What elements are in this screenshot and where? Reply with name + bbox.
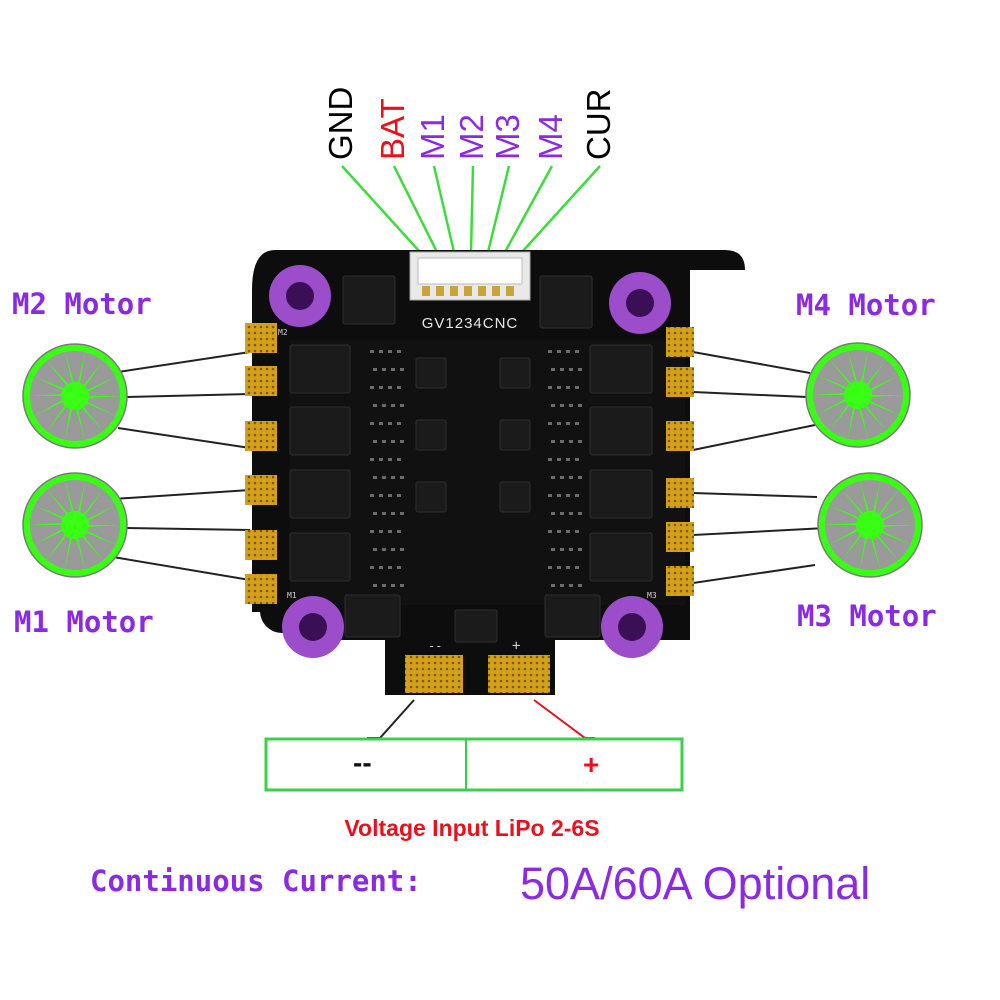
chip: [499, 357, 531, 389]
motor-pad-left: [245, 323, 277, 353]
pin-wire-m1: [432, 165, 456, 253]
pin-label-m4: M4: [532, 114, 569, 160]
chip: [589, 469, 653, 519]
chip: [342, 275, 396, 325]
motor-wire: [692, 527, 827, 536]
motor-pad-left: [245, 421, 277, 451]
motor-wires: [112, 351, 827, 584]
motor-pad-right: [666, 367, 694, 397]
motor-pad-right: [666, 478, 694, 508]
pin-label-m2: M2: [453, 114, 490, 160]
chip: [289, 406, 351, 456]
pin-label-m3: M3: [489, 114, 526, 160]
chip: [499, 419, 531, 451]
motor-pad-right: [666, 327, 694, 357]
motor-m3: [817, 472, 923, 578]
motor-m2: [22, 343, 128, 449]
motor-wire: [692, 351, 811, 374]
pcb-mark-m1: M1: [287, 591, 297, 600]
pcb-mark-m3: M3: [647, 591, 657, 600]
motor-label-m1: M1 Motor: [14, 605, 154, 639]
motor-pad-right: [666, 421, 694, 451]
standoff-top-left: [269, 265, 331, 327]
motor-label-m3: M3 Motor: [797, 599, 937, 633]
power-plus-sign: +: [583, 749, 599, 780]
motor-wire: [692, 391, 808, 398]
pin-wire-bat: [392, 165, 439, 253]
chip: [344, 594, 401, 638]
chip: [589, 344, 653, 394]
pin-wire-m2: [469, 165, 475, 253]
motor-pad-left: [245, 530, 277, 560]
motor-wire: [692, 424, 816, 451]
esc-board: GV1234CNC M2 M4 M1 M3 -- +: [245, 250, 745, 695]
chip: [589, 406, 653, 456]
voltage-input-text: Voltage Input LiPo 2-6S: [344, 815, 599, 841]
pin-label-bat: BAT: [374, 98, 411, 160]
motor-label-m2: M2 Motor: [12, 287, 152, 321]
chip: [289, 344, 351, 394]
motor-m1: [22, 472, 128, 578]
continuous-current-label: Continuous Current:: [90, 864, 422, 898]
pin-wires: [341, 165, 601, 253]
motor-wire: [117, 351, 251, 373]
power-pad-positive: [488, 655, 550, 693]
chip: [589, 532, 653, 582]
pin-label-m1: M1: [414, 114, 451, 160]
pin-wire-cur: [521, 165, 601, 253]
chip: [544, 594, 601, 638]
motor-pad-right: [666, 566, 694, 596]
motor-wire: [117, 427, 251, 449]
pin-wire-gnd: [341, 165, 421, 253]
motor-pad-left: [245, 475, 277, 505]
motor-pad-left: [245, 366, 277, 396]
chip: [454, 609, 498, 643]
motor-wire: [112, 489, 251, 500]
motor-label-m4: M4 Motor: [796, 288, 936, 322]
motor-wire: [125, 393, 251, 398]
lead-negative: [367, 699, 415, 739]
continuous-current-value: 50A/60A Optional: [520, 858, 870, 909]
motor-pad-right: [666, 522, 694, 552]
standoff-top-right: [609, 272, 671, 334]
pin-label-gnd: GND: [322, 87, 359, 160]
pin-label-cur: CUR: [580, 89, 617, 161]
standoff-bottom-left: [282, 596, 344, 658]
motor-wire: [692, 564, 816, 584]
chip: [415, 357, 447, 389]
motor-wire: [125, 527, 251, 531]
lead-positive: [533, 699, 595, 739]
pin-wire-m4: [503, 165, 554, 253]
power-input-box: -- +: [264, 737, 684, 792]
chip: [415, 419, 447, 451]
motor-wire: [112, 556, 251, 581]
pin-wire-m3: [486, 165, 511, 253]
chip: [289, 532, 351, 582]
pcb-pad-minus: --: [428, 639, 442, 653]
chip: [415, 481, 447, 513]
standoff-bottom-right: [601, 596, 663, 658]
chip: [499, 481, 531, 513]
power-minus-sign: --: [353, 747, 372, 778]
motor-m4: [805, 342, 911, 448]
pcb-mark-m2: M2: [278, 328, 288, 337]
pcb-pad-plus: +: [512, 638, 520, 654]
motor-wire: [692, 492, 818, 498]
power-pad-negative: [405, 655, 463, 693]
connector-label: GV1234CNC: [422, 315, 519, 332]
chip: [289, 469, 351, 519]
motor-pad-left: [245, 574, 277, 604]
chip: [539, 275, 593, 329]
